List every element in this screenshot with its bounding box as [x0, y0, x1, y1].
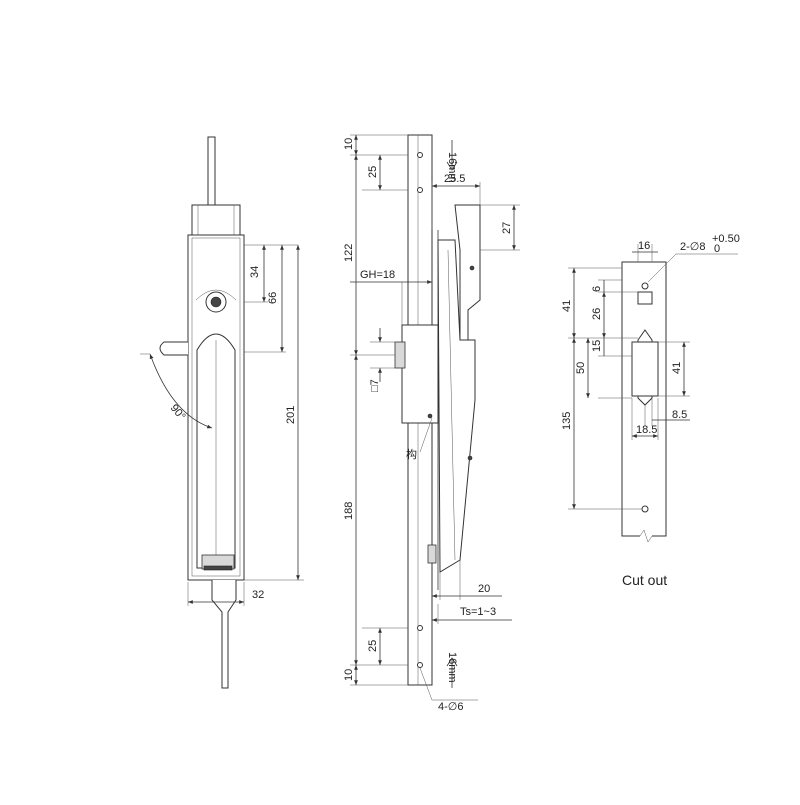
latch-tongue	[454, 204, 481, 341]
dim-25-5: 25.5	[444, 173, 465, 185]
handle-lever	[159, 341, 188, 356]
glyph-label: 构	[406, 447, 417, 461]
mount-hole-3	[417, 625, 423, 631]
dim-15: 15	[591, 340, 603, 352]
handle-housing	[437, 239, 476, 573]
dim-ts: Ts=1~3	[460, 606, 496, 618]
escutcheon	[401, 324, 439, 424]
top-cap	[191, 204, 241, 236]
dim-201: 201	[285, 406, 297, 424]
mount-hole-2	[417, 187, 423, 193]
dim-top-10: 10	[343, 138, 355, 150]
dim-20: 20	[478, 583, 490, 595]
dim-41-right: 41	[671, 362, 683, 374]
dim-bottom-10: 10	[343, 669, 355, 681]
dim-hole: 2-∅8	[680, 241, 705, 253]
cutout-hole-bottom	[641, 505, 649, 513]
side-view: 构 10 25 122 GH=18 □7 188 25 10 1	[343, 134, 520, 713]
dim-top-25: 25	[367, 166, 379, 178]
dim-34: 34	[249, 266, 261, 278]
dim-bottom-25: 25	[367, 640, 379, 652]
cutout-hole-top	[641, 282, 649, 290]
dim-16: 16	[638, 240, 650, 252]
arrow-down-icon	[446, 140, 458, 171]
dim-holes: 4-∅6	[438, 701, 463, 713]
mount-hole-4	[417, 662, 423, 668]
rotation-arc	[149, 353, 213, 429]
dim-18-5: 18.5	[636, 424, 657, 436]
mount-hole-1	[417, 152, 423, 158]
dim-tol-zero: 0	[714, 243, 720, 255]
dim-26: 26	[591, 308, 603, 320]
bottom-rod	[211, 580, 237, 689]
dim-tol-plus: +0.50	[712, 233, 740, 245]
cutout-caption: Cut out	[622, 572, 667, 588]
arrow-up-icon	[446, 657, 458, 688]
dim-66: 66	[267, 292, 279, 304]
front-view: 90° 34 66 201 32	[140, 136, 304, 689]
dim-32: 32	[252, 589, 264, 601]
top-rod	[207, 136, 216, 206]
dim-188: 188	[343, 502, 355, 520]
dim-sq7: □7	[369, 379, 381, 392]
cutout-small-rect	[637, 291, 653, 305]
dim-6: 6	[591, 286, 603, 292]
dim-gh: GH=18	[360, 269, 395, 281]
dim-122: 122	[343, 244, 355, 262]
dim-41: 41	[561, 300, 573, 312]
dim-50: 50	[575, 362, 587, 374]
square-key	[394, 341, 406, 369]
dim-27: 27	[501, 222, 513, 234]
dim-8-5: 8.5	[672, 409, 687, 421]
cutout-view: 16 2-∅8 +0.50 0 41 6 26 15 50 135 41	[561, 233, 740, 588]
angle-label: 90°	[168, 402, 188, 422]
dim-135: 135	[561, 412, 573, 430]
